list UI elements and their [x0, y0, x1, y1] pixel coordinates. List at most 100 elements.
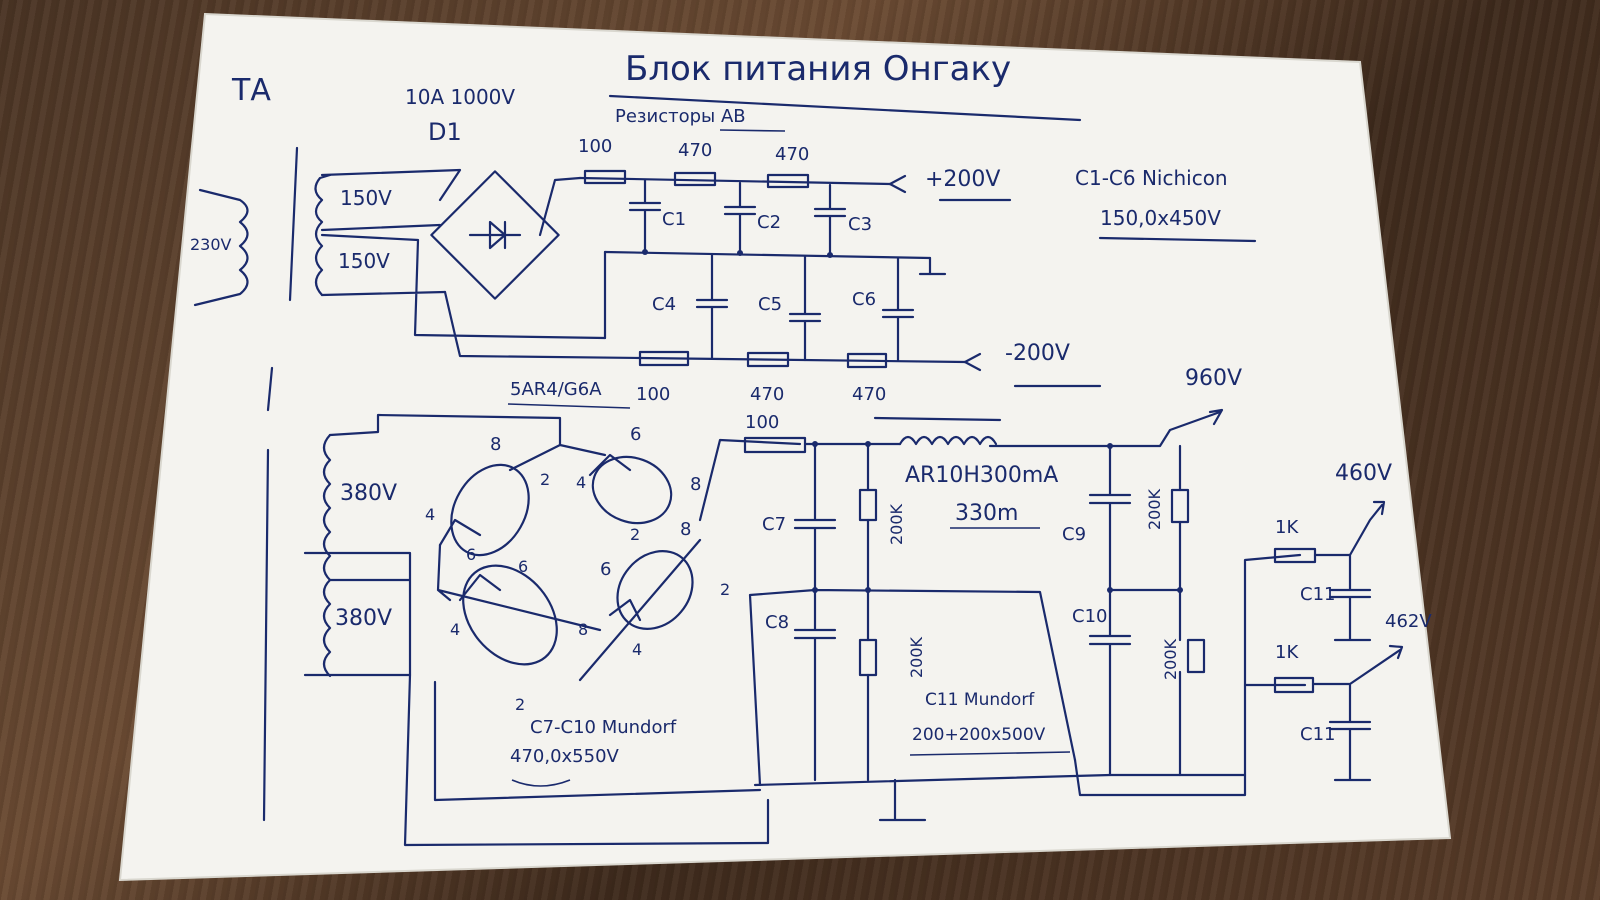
- res-label-minus-3: 470: [852, 384, 886, 405]
- cap-label-c2: C2: [757, 212, 781, 233]
- winding-label-4: 380V: [335, 606, 392, 631]
- choke-coil: [898, 435, 998, 446]
- c11-note-underline: [909, 751, 1071, 756]
- pin-7: 2: [630, 525, 640, 544]
- tube-label: 5AR4/G6A: [510, 379, 602, 400]
- cap-ladder-right: [1088, 443, 1206, 777]
- res-label-minus-2: 470: [750, 384, 784, 405]
- caps-note-line1: C1-C6 Nichicon: [1075, 166, 1228, 190]
- pin-9: 4: [425, 505, 435, 524]
- cap-label-c10: C10: [1072, 606, 1107, 627]
- paper: [118, 12, 1452, 882]
- low-secondary-wiring: [320, 168, 607, 340]
- bleed-label-3: 200K: [1145, 488, 1164, 530]
- tube-rectifiers: [436, 438, 802, 682]
- cap-ladder-left: [748, 441, 1077, 787]
- bleed-label-2: 200K: [907, 636, 926, 678]
- cap-label-c1: C1: [662, 209, 686, 230]
- bleed-label-1: 200K: [887, 503, 906, 545]
- res-label-plus-1: 100: [578, 136, 612, 157]
- out-minus-200: -200V: [1005, 341, 1070, 366]
- tube-label-underline: [507, 403, 631, 409]
- pin-14: 4: [632, 640, 642, 659]
- bridge-rectifier: [430, 170, 560, 300]
- cap-label-c3: C3: [848, 214, 872, 235]
- core-line-1: [288, 146, 299, 302]
- c11-note-line2: 200+200x500V: [912, 725, 1046, 745]
- divider-line: [873, 416, 1002, 422]
- resistor-plus-470a: [673, 171, 717, 187]
- pin-4: 4: [576, 473, 586, 492]
- filter-r-label-2: 1K: [1275, 642, 1299, 663]
- pin-2: 2: [540, 470, 550, 489]
- caps-mid: [695, 253, 915, 362]
- pin-15: 2: [515, 695, 525, 714]
- choke-res-label: 330m: [955, 501, 1018, 526]
- out-460b: 462V: [1385, 611, 1432, 632]
- subtitle-underline: [719, 129, 786, 132]
- cap-label-c11b: C11: [1300, 724, 1335, 745]
- res-label-plus-2: 470: [678, 140, 712, 161]
- c7c10-underline: [511, 779, 571, 787]
- caps-note-line2: 150,0x450V: [1100, 206, 1221, 230]
- plus-rail: [578, 169, 907, 194]
- title: Блок питания Онгаку: [625, 49, 1011, 89]
- bridge-diode-symbol: [468, 220, 522, 250]
- pin-1: 8: [490, 434, 501, 455]
- bleed-label-4: 200K: [1161, 638, 1180, 680]
- resistor-plus-100: [583, 169, 627, 185]
- c11-note-line1: C11 Mundorf: [925, 690, 1035, 710]
- core-line-3: [262, 448, 270, 822]
- hv-ground-returns: [403, 553, 1307, 847]
- out-460: 460V: [1335, 461, 1392, 486]
- resistor-minus-470a: [746, 351, 790, 368]
- winding-label-3: 380V: [340, 481, 397, 506]
- resistor-minus-100: [638, 350, 690, 367]
- ground-bus: [603, 249, 947, 340]
- caps-top: [628, 178, 847, 254]
- cap-label-c11a: C11: [1300, 584, 1335, 605]
- cap-label-c6: C6: [852, 289, 876, 310]
- hv-resistor-label: 100: [745, 412, 779, 433]
- pin-5: 6: [466, 545, 476, 564]
- winding-label-1: 150V: [340, 186, 392, 210]
- out-plus-200: +200V: [925, 167, 1000, 192]
- resistor-plus-470b: [766, 173, 810, 189]
- out-960: 960V: [1185, 366, 1242, 391]
- pin-3: 6: [630, 424, 641, 445]
- core-line-2: [266, 366, 274, 412]
- cap-label-c7: C7: [762, 514, 786, 535]
- bridge-out-wire: [443, 176, 642, 360]
- pin-11: 6: [600, 559, 611, 580]
- pin-6: 8: [690, 474, 701, 495]
- pin-12: 8: [578, 620, 588, 639]
- cap-label-c8: C8: [765, 612, 789, 633]
- primary-winding: [193, 188, 249, 307]
- mains-label: 230V: [190, 235, 232, 254]
- filter-r-label-1: 1K: [1275, 517, 1299, 538]
- pin-16: 4: [450, 620, 460, 639]
- minus-rail: [638, 350, 982, 372]
- title-underline: [608, 94, 1082, 122]
- hv-main-line: [803, 408, 1224, 448]
- diode-ref: D1: [428, 118, 462, 146]
- resistor-minus-470b: [846, 352, 888, 369]
- subtitle: Резисторы АВ: [615, 106, 746, 127]
- pin-13: 2: [720, 580, 730, 599]
- res-label-minus-1: 100: [636, 384, 670, 405]
- ta-label: ТА: [231, 73, 271, 108]
- cap-label-c4: C4: [652, 294, 676, 315]
- output-filters: [1273, 500, 1404, 782]
- pin-10: 6: [518, 557, 528, 576]
- hv-winding-wiring: [303, 413, 562, 677]
- diode-rating: 10А 1000V: [405, 85, 515, 109]
- c7c10-note-line1: C7-C10 Mundorf: [530, 717, 677, 738]
- cap-label-c9: C9: [1062, 524, 1086, 545]
- pin-8: 8: [680, 519, 691, 540]
- winding-label-2: 150V: [338, 249, 390, 273]
- secondary-low-winding: [314, 173, 332, 297]
- choke-label: AR10H300mA: [905, 463, 1058, 488]
- cap-label-c5: C5: [758, 294, 782, 315]
- caps-note-underline: [1098, 236, 1257, 243]
